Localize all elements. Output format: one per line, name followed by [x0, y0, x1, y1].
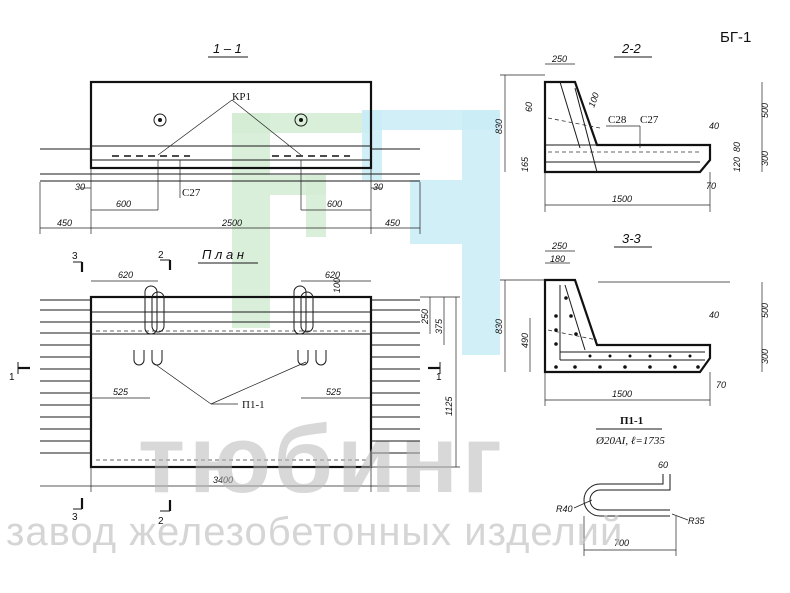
dim-3-3-180: 180	[550, 254, 565, 264]
dim-plan-375: 375	[434, 318, 444, 334]
dim-3-3-250: 250	[551, 241, 567, 251]
dim-3-3-40: 40	[709, 310, 719, 320]
dim-2-2-165: 165	[520, 156, 530, 172]
dim-2-2-300: 300	[760, 151, 770, 166]
dim-plan-1125: 1125	[444, 396, 454, 416]
dim-p1-1-700: 700	[614, 538, 629, 548]
dim-plan-3400: 3400	[213, 475, 233, 485]
section-3-3-title: 3-3	[622, 231, 642, 246]
dim-2-2-1500: 1500	[612, 194, 632, 204]
dim-3-3-830: 830	[494, 319, 504, 334]
label-kr1: КР1	[232, 91, 251, 103]
dim-p1-1-60: 60	[658, 460, 668, 470]
dim-2-2-830: 830	[494, 119, 504, 134]
dim-1-1-600-right: 600	[327, 199, 342, 209]
dim-p1-1-r40: R40	[556, 504, 573, 514]
label-c27-b: С27	[640, 114, 659, 126]
dim-3-3-300: 300	[760, 349, 770, 364]
plan-view: П л а н 3 2 3 2 1 1	[9, 247, 460, 527]
cut-mark-bottom-mid: 2	[158, 516, 164, 527]
dim-3-3-500: 500	[760, 303, 770, 318]
dim-1-1-450-right: 450	[385, 218, 400, 228]
section-2-2-title: 2-2	[621, 41, 642, 56]
dim-plan-100: 100	[332, 278, 342, 293]
dim-1-1-450-left: 450	[57, 218, 72, 228]
dim-2-2-500: 500	[760, 103, 770, 118]
cut-mark-left: 1	[9, 372, 15, 383]
plan-title: П л а н	[202, 247, 244, 262]
cut-mark-right: 1	[436, 372, 442, 383]
dim-1-1-30-left: 30	[75, 182, 85, 192]
dim-plan-620-right: 620	[325, 270, 340, 280]
dim-3-3-1500: 1500	[612, 389, 632, 399]
detail-p1-1: П1-1 Ø20AI, ℓ=1735 60 R40 R35 700	[556, 415, 706, 556]
section-2-2: 2-2 С28 С27 250 100 60 830 165 500 40 80…	[494, 41, 770, 212]
dim-1-1-2500: 2500	[221, 218, 242, 228]
detail-p1-1-spec: Ø20AI, ℓ=1735	[595, 435, 665, 447]
dim-3-3-490: 490	[520, 333, 530, 348]
section-1-1-title: 1 – 1	[213, 41, 242, 56]
section-3-3: 3-3 250 180 830 490 40 500 300 70	[494, 231, 770, 406]
dim-2-2-60: 60	[524, 102, 534, 112]
rebar-dots	[554, 296, 700, 369]
dim-1-1-30-right: 30	[373, 182, 383, 192]
sheet-code: БГ-1	[720, 29, 751, 46]
dim-2-2-100: 100	[586, 91, 601, 109]
label-p1-1-plan: П1-1	[242, 399, 265, 411]
label-c28: С28	[608, 114, 627, 126]
dim-plan-250: 250	[420, 309, 430, 325]
dim-2-2-80: 80	[732, 142, 742, 152]
section-1-1: 1 – 1 КР1 С27 30 30 600 600	[39, 41, 421, 234]
dim-2-2-250: 250	[551, 54, 567, 64]
dim-3-3-70: 70	[716, 380, 726, 390]
detail-p1-1-title: П1-1	[620, 415, 643, 427]
dim-2-2-120: 120	[732, 157, 742, 172]
rebar-stubs-left	[40, 299, 91, 454]
dim-plan-525-left: 525	[113, 387, 129, 397]
logo-watermark-icon	[232, 110, 500, 355]
rebar-stubs-right	[371, 299, 420, 454]
label-c27-a: С27	[182, 187, 201, 199]
watermark-brand: тюбинг	[138, 406, 506, 513]
watermark-tagline: завод железобетонных изделий	[6, 510, 623, 554]
dim-2-2-70: 70	[706, 181, 716, 191]
cut-mark-bottom-left: 3	[72, 512, 78, 523]
dim-p1-1-r35: R35	[688, 516, 706, 526]
cut-mark-top-left: 3	[72, 251, 78, 262]
dim-2-2-40: 40	[709, 121, 719, 131]
dim-plan-525-right: 525	[326, 387, 342, 397]
dim-plan-620-left: 620	[118, 270, 133, 280]
cut-mark-top-mid: 2	[158, 250, 164, 261]
dim-1-1-600-left: 600	[116, 199, 131, 209]
